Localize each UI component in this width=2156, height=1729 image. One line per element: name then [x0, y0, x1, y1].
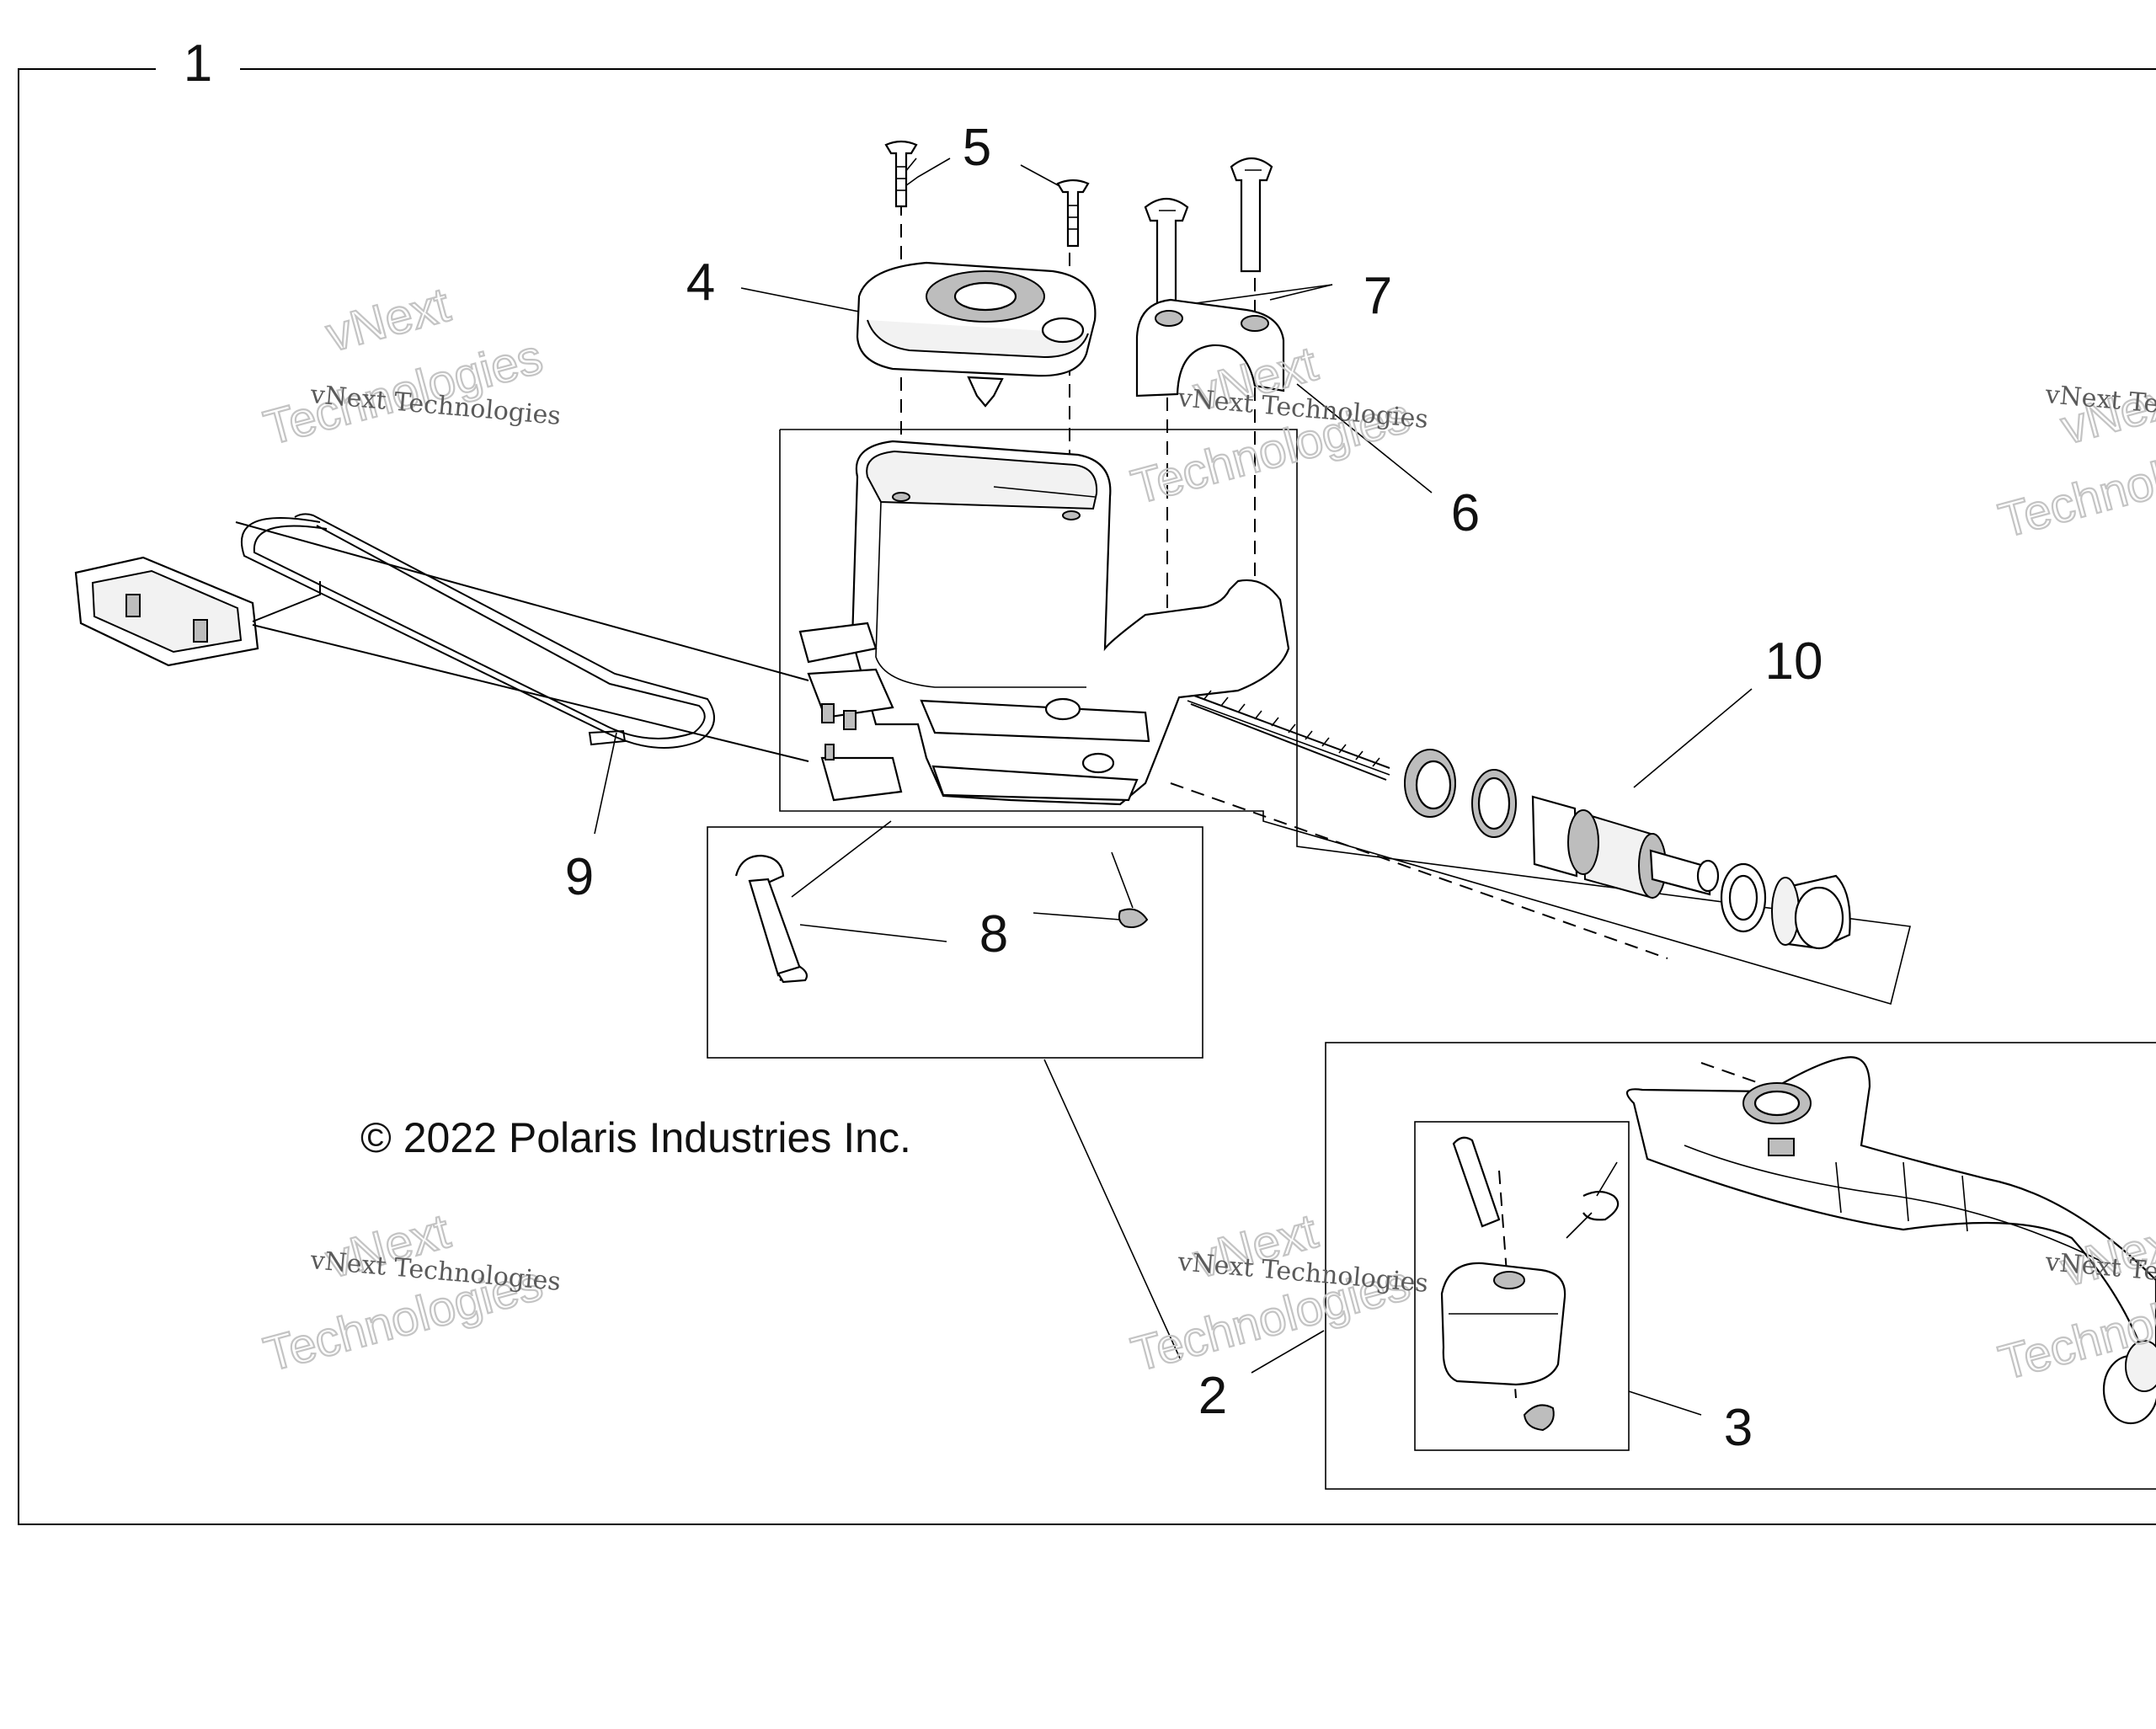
- brake-lever: [1625, 1056, 2156, 1425]
- watermark-3: vNext Technologies: [1993, 369, 2156, 549]
- lever-pivot-pin: [734, 854, 1149, 984]
- callout-10: 10: [1765, 632, 1823, 691]
- watermark-word-1: vNext: [321, 277, 456, 362]
- master-cylinder-body: [851, 440, 1290, 806]
- clamp-bolts: [1144, 157, 1273, 307]
- master-cylinder-box: [779, 429, 1911, 1006]
- lever-box: [1325, 1042, 2156, 1490]
- reservoir-cap-screws: [884, 140, 1090, 248]
- pivot-kit-box: [1414, 1121, 1630, 1451]
- callout-labels: 1 2 3 4 5 6 7 8 9 10: [184, 35, 1823, 1457]
- lever-pivot-kit: [1440, 1136, 1620, 1432]
- assembly-frame: [18, 68, 2156, 1525]
- callout-5: 5: [963, 119, 991, 177]
- wiring-harness: [74, 513, 809, 762]
- callout-3: 3: [1724, 1399, 1753, 1457]
- piston-kit: [1187, 690, 1851, 950]
- callout-7: 7: [1364, 267, 1392, 325]
- callout-9: 9: [565, 848, 594, 906]
- brake-light-switch: [798, 622, 903, 802]
- copyright-notice: © 2022 Polaris Industries Inc.: [360, 1114, 911, 1161]
- callout-6: 6: [1451, 484, 1480, 542]
- callout-8: 8: [979, 905, 1008, 963]
- pin-kit-box: [707, 826, 1203, 1059]
- reservoir-cap: [856, 261, 1097, 408]
- callout-2: 2: [1198, 1367, 1227, 1425]
- handlebar-clamp: [1135, 298, 1285, 398]
- callout-4: 4: [686, 253, 715, 312]
- callout-1: 1: [184, 35, 212, 93]
